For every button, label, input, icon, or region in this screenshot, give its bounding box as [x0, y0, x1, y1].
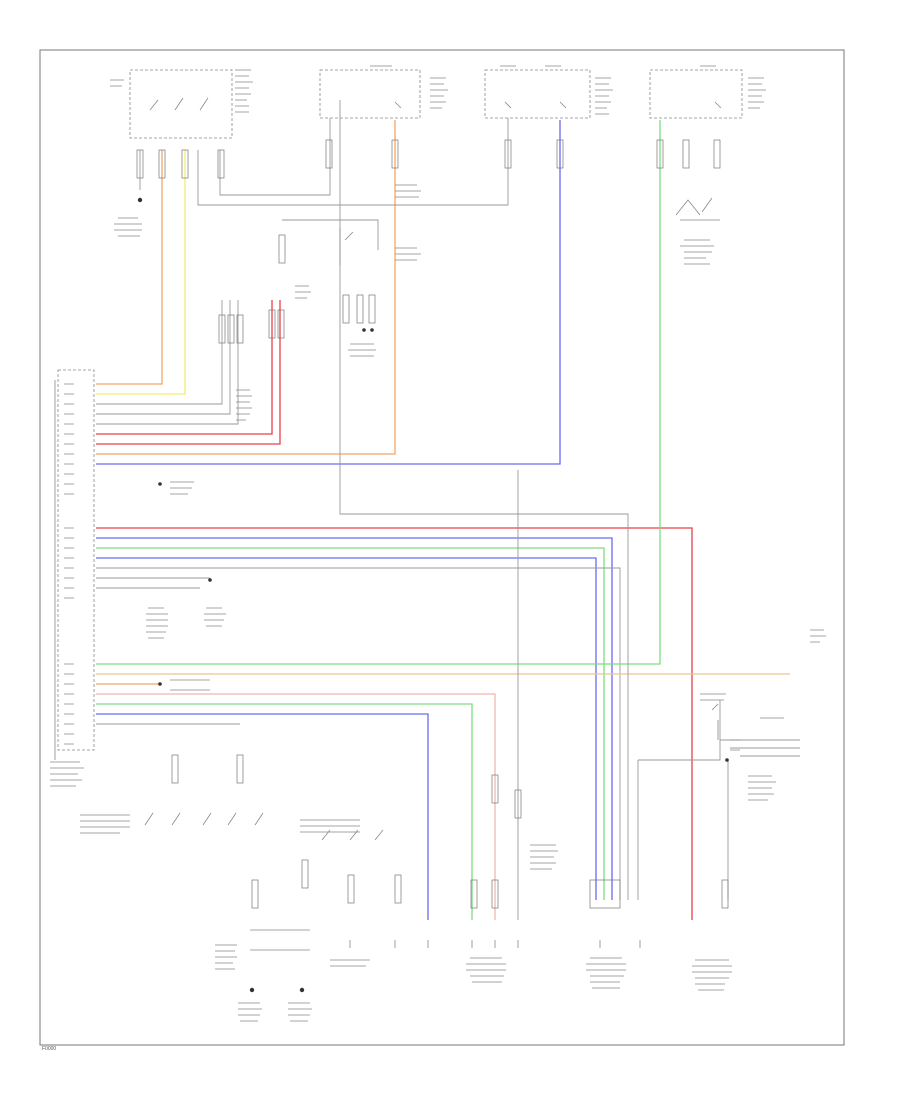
diagram-code: F0000: [42, 1046, 57, 1052]
wires: [96, 100, 800, 920]
fuse-box-1: [319, 69, 421, 119]
diagram-frame: [39, 49, 845, 1046]
ignition-switch-box: [129, 69, 233, 139]
fuse-box-2: [484, 69, 591, 119]
fuse-box-3: [649, 69, 743, 119]
engine-control-module: [50, 369, 95, 787]
connectors: [136, 139, 729, 993]
switches: [144, 197, 740, 841]
top-components: [110, 65, 766, 139]
label-stubs: [80, 184, 826, 1022]
